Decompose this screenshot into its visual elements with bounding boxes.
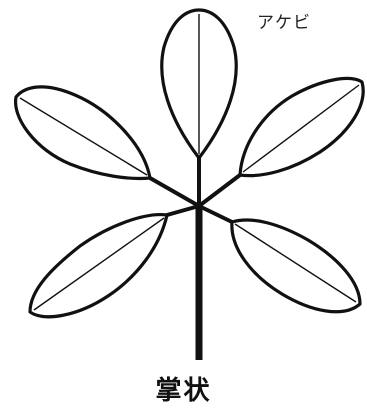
leaflet-lower-left	[30, 215, 167, 317]
plant-name-label: アケビ	[257, 8, 311, 33]
leaflet-upper-right	[240, 78, 363, 175]
petiolule-upper-left	[150, 178, 199, 206]
petiolule-lower-left	[167, 206, 199, 215]
leaflet-upper-left	[16, 87, 150, 179]
petiolule-lower-right	[199, 206, 232, 222]
leaf-type-caption: 掌状	[0, 370, 367, 407]
leaflet-lower-right	[232, 220, 360, 312]
leaflet-top	[162, 10, 236, 158]
petiolule-upper-right	[199, 175, 240, 206]
